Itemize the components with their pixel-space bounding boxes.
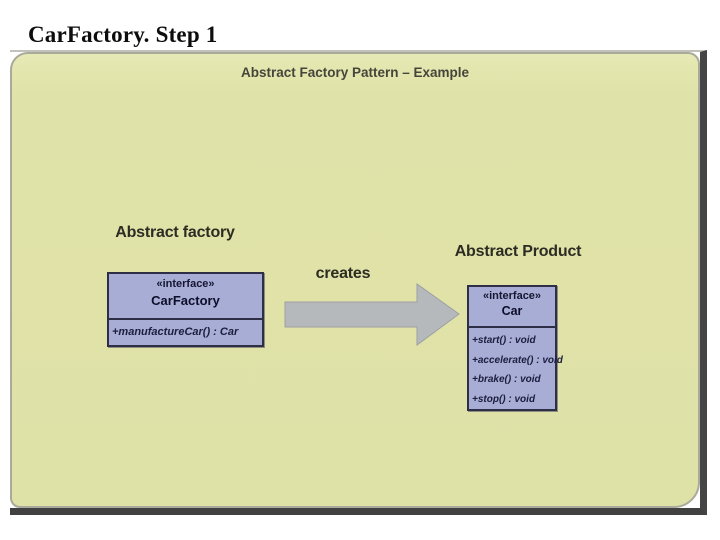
- slide-title: Abstract Factory Pattern – Example: [240, 65, 470, 80]
- uml-box-car: «interface» Car +start() : void +acceler…: [467, 285, 563, 411]
- uml-box-carfactory-methods: +manufactureCar() : Car: [109, 320, 262, 338]
- uml-stereotype: «interface»: [156, 278, 215, 290]
- page-title: CarFactory. Step 1: [28, 22, 218, 47]
- creates-arrow-icon: [284, 283, 460, 346]
- uml-method: +start() : void: [472, 335, 536, 346]
- abstract-factory-label: Abstract factory: [115, 224, 235, 241]
- uml-class-name: Car: [501, 304, 523, 318]
- uml-class-name: CarFactory: [151, 293, 220, 308]
- uml-method: +brake() : void: [472, 374, 541, 385]
- uml-stereotype: «interface»: [482, 290, 542, 302]
- uml-method: +stop() : void: [472, 393, 536, 405]
- uml-method: +manufactureCar() : Car: [112, 326, 239, 338]
- uml-method: +accelerate() : void: [472, 354, 563, 366]
- creates-label: creates: [315, 265, 371, 282]
- slide-surface: Abstract Factory Pattern – Example Abstr…: [10, 52, 700, 508]
- abstract-product-label: Abstract Product: [454, 243, 582, 260]
- uml-box-car-header: «interface» Car: [469, 287, 555, 328]
- uml-box-carfactory: «interface» CarFactory +manufactureCar()…: [107, 272, 264, 347]
- uml-box-car-methods: +start() : void +accelerate() : void +br…: [469, 328, 563, 409]
- uml-box-carfactory-header: «interface» CarFactory: [109, 274, 262, 320]
- slide-image-frame: Abstract Factory Pattern – Example Abstr…: [10, 50, 707, 515]
